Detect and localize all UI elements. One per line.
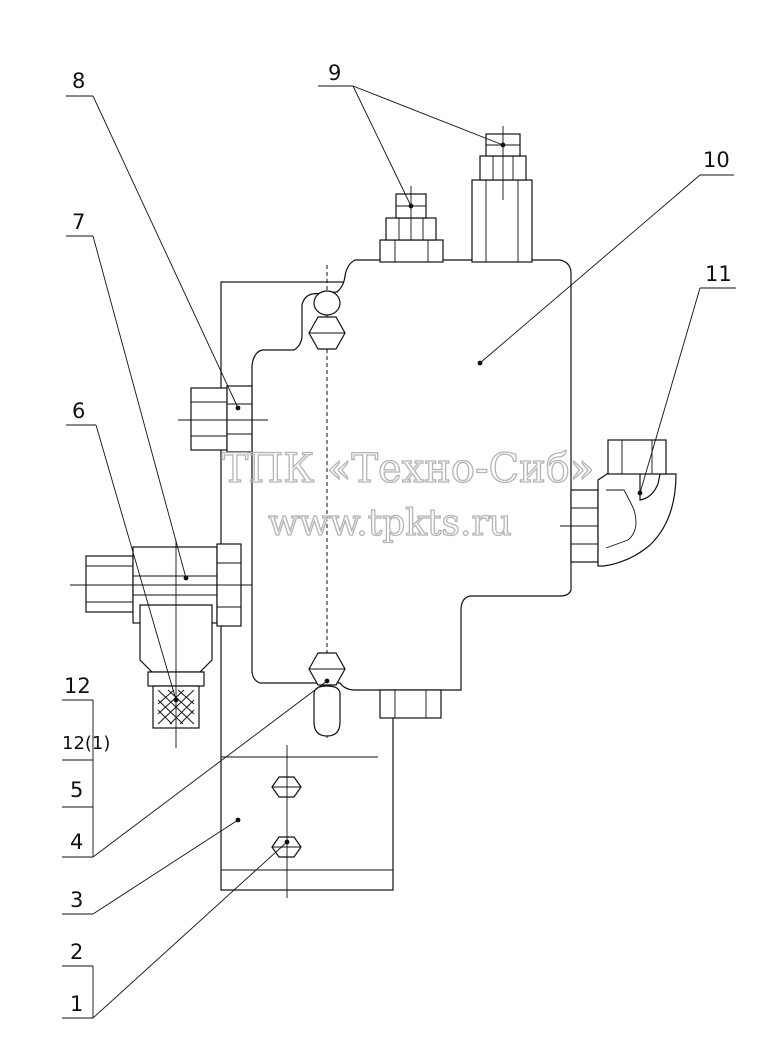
label-11: 11 xyxy=(705,262,732,286)
label-7: 7 xyxy=(72,210,85,234)
valve-body xyxy=(251,259,572,740)
label-6: 6 xyxy=(72,399,85,423)
right-elbow-fitting xyxy=(560,439,677,567)
top-fittings xyxy=(379,126,533,263)
label-4: 4 xyxy=(70,830,83,854)
left-elbow-fitting xyxy=(70,540,252,748)
leader-lines xyxy=(62,85,736,1019)
callout-labels: 9 8 7 6 10 11 12 12(1) 5 4 3 2 1 xyxy=(62,61,732,1016)
left-plug-fitting xyxy=(178,385,268,453)
label-12-1: 12(1) xyxy=(62,733,110,754)
label-10: 10 xyxy=(703,148,730,172)
label-3: 3 xyxy=(70,888,83,912)
filter-mesh xyxy=(157,689,195,725)
label-2: 2 xyxy=(70,940,83,964)
label-8: 8 xyxy=(72,69,85,93)
label-1: 1 xyxy=(70,992,83,1016)
watermark-company: ТПК «Техно-Сиб» xyxy=(222,446,595,492)
watermark: ТПК «Техно-Сиб» www.tpkts.ru xyxy=(221,445,595,544)
label-12: 12 xyxy=(64,674,91,698)
label-5: 5 xyxy=(70,778,83,802)
label-9: 9 xyxy=(328,61,341,85)
watermark-url: www.tpkts.ru xyxy=(268,503,512,544)
